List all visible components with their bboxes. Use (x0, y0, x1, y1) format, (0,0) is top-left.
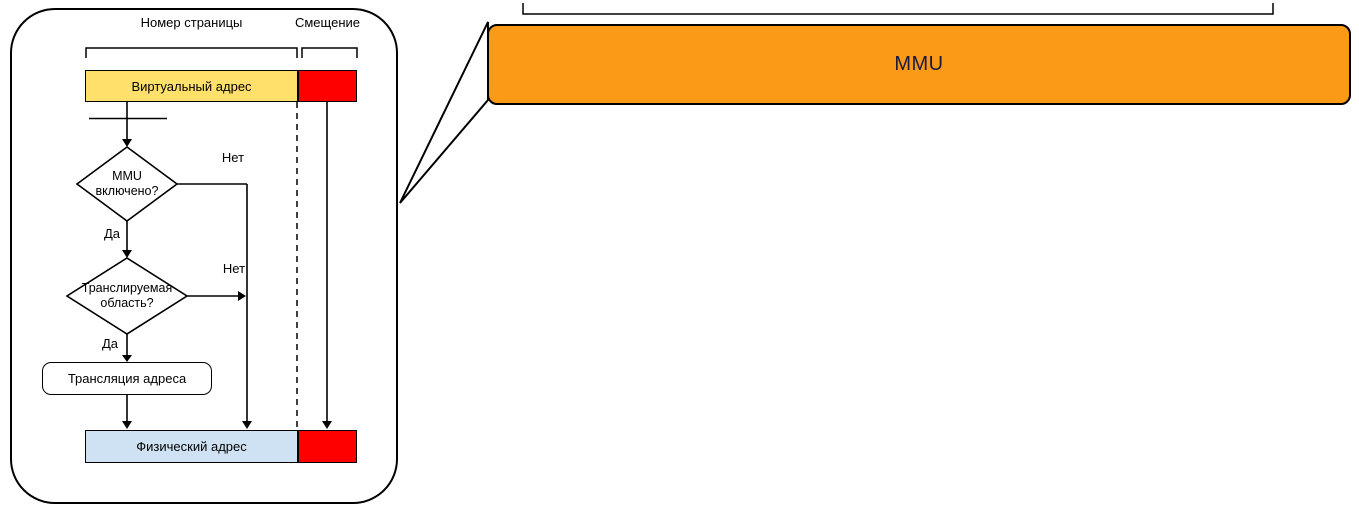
decision1-line1: MMU (112, 169, 142, 183)
mmu-box: MMU (487, 24, 1351, 105)
decision2-line1: Транслируемая (81, 281, 173, 295)
cropped-box-edge (522, 3, 1274, 15)
address-translation-box: Трансляция адреса (42, 362, 212, 395)
decision2-no-label: Нет (222, 261, 246, 276)
page-number-label: Номер страницы (140, 15, 243, 30)
mmu-label: MMU (894, 53, 944, 75)
physical-address-offset-segment (298, 430, 357, 463)
decision1-yes-label: Да (103, 226, 121, 241)
address-translation-label: Трансляция адреса (67, 371, 187, 386)
virtual-address-page-segment: Виртуальный адрес (85, 70, 298, 102)
virtual-address-offset-segment (298, 70, 357, 102)
virtual-address-label: Виртуальный адрес (131, 78, 252, 94)
decision2-yes-label: Да (101, 336, 119, 351)
decision2-line2: область? (100, 296, 154, 310)
decision1-no-label: Нет (221, 150, 245, 165)
physical-address-frame-segment: Физический адрес (85, 430, 298, 463)
callout-tail (399, 21, 489, 204)
decision1-line2: включено? (95, 184, 159, 198)
decision2-text: Транслируемая область? (67, 281, 187, 311)
offset-label: Смещение (294, 15, 360, 30)
physical-address-label: Физический адрес (136, 439, 247, 454)
decision1-text: MMU включено? (82, 169, 172, 199)
